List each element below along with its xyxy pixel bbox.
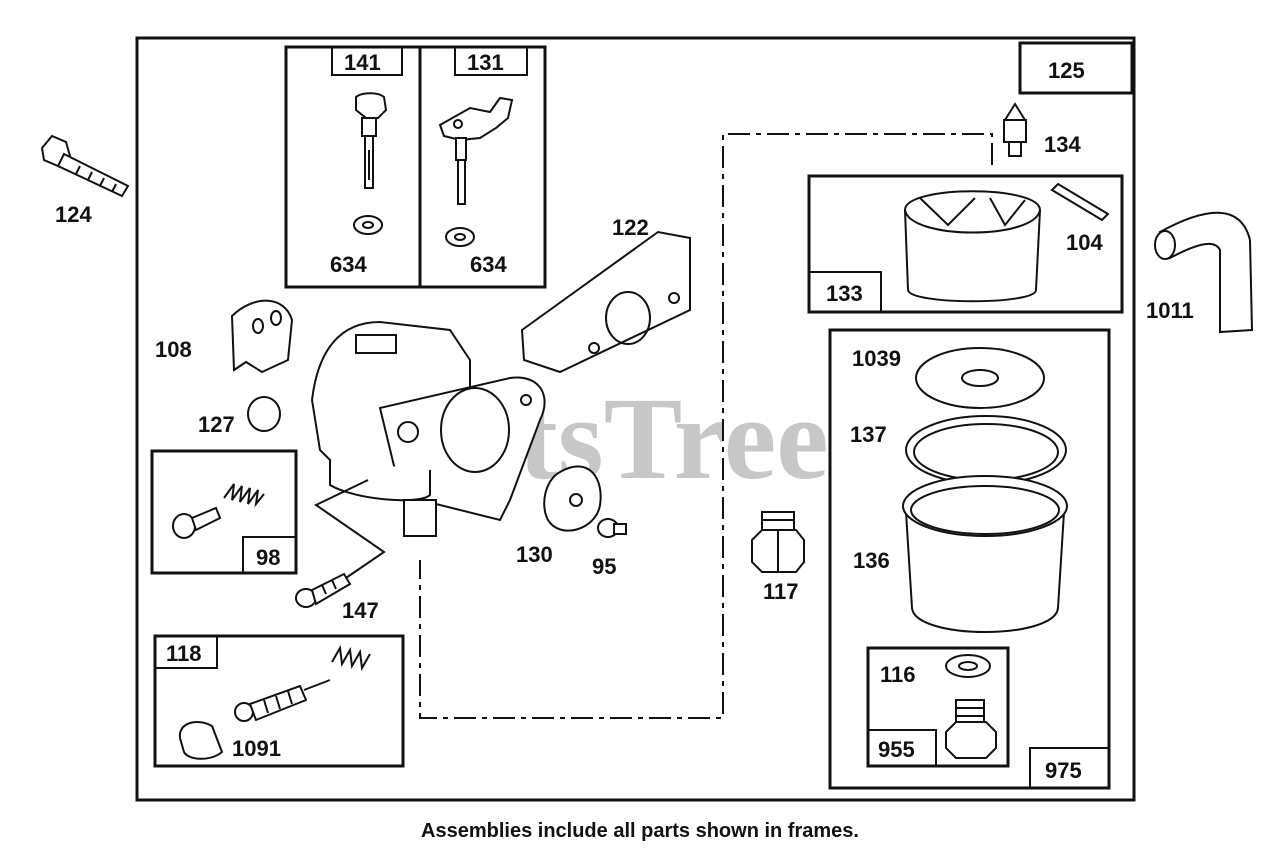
- washer-116-part: [945, 654, 991, 678]
- fitting-117-part: [751, 511, 805, 573]
- throttle-shaft-part: [355, 92, 388, 189]
- svg-text:125: 125: [1048, 58, 1085, 83]
- screw-98-part: [172, 506, 222, 539]
- label-147: 147: [342, 598, 379, 623]
- needle-134-part: [1003, 102, 1027, 157]
- frame-118: 118: [153, 634, 405, 768]
- label-124: 124: [55, 202, 92, 227]
- svg-text:118: 118: [166, 641, 202, 666]
- seal-634-a: [353, 215, 383, 235]
- frame-141: 141: [284, 45, 422, 289]
- dashed-leader-float: [419, 133, 993, 719]
- hose-1011-part: [1154, 211, 1254, 334]
- label-104: 104: [1066, 230, 1103, 255]
- choke-shaft-part: [438, 96, 514, 205]
- label-1011: 1011: [1146, 298, 1194, 323]
- spring-98-part: [223, 483, 265, 508]
- ring-137-part: [905, 415, 1067, 485]
- leader-147: [314, 479, 386, 583]
- plug-127-part: [247, 396, 281, 432]
- frame-955: 955: [866, 646, 1010, 768]
- svg-text:955: 955: [878, 737, 915, 762]
- float-133-part: [903, 190, 1042, 303]
- svg-text:131: 131: [467, 50, 504, 75]
- spring-118-part: [331, 644, 371, 672]
- gasket-122-part: [520, 230, 691, 374]
- label-127: 127: [198, 412, 235, 437]
- caption: Assemblies include all parts shown in fr…: [421, 820, 859, 842]
- label-122: 122: [612, 215, 649, 240]
- pin-104-part: [1050, 182, 1110, 222]
- label-1039: 1039: [852, 346, 901, 371]
- needle-1091-part: [234, 679, 331, 722]
- label-116: 116: [880, 662, 916, 687]
- outer-frame: [135, 36, 1136, 802]
- label-130: 130: [516, 542, 553, 567]
- label-1091: 1091: [232, 736, 281, 761]
- label-634-b: 634: [470, 252, 507, 277]
- screw-147-part: [295, 572, 352, 608]
- svg-text:98: 98: [256, 545, 280, 570]
- label-634-a: 634: [330, 252, 367, 277]
- plate-130-part: [543, 465, 602, 532]
- bolt-124-part: [40, 134, 130, 198]
- label-136: 136: [853, 548, 890, 573]
- label-117: 117: [763, 579, 799, 604]
- svg-text:141: 141: [344, 50, 381, 75]
- plug-955-part: [945, 699, 997, 759]
- carburetor-body-part: [310, 320, 546, 537]
- screw-95-part: [597, 518, 627, 538]
- bowl-136-part: [902, 475, 1068, 633]
- cap-1091-part: [178, 721, 224, 760]
- frame-125: 125: [1018, 41, 1134, 95]
- plate-108-part: [230, 299, 294, 374]
- frame-131: 131: [418, 45, 547, 289]
- label-95: 95: [592, 554, 616, 579]
- gasket-1039-part: [915, 347, 1045, 409]
- label-108: 108: [155, 337, 192, 362]
- seal-634-b: [445, 227, 475, 247]
- label-134: 134: [1044, 132, 1081, 157]
- label-137: 137: [850, 422, 887, 447]
- frame-975: 975: [828, 328, 1111, 790]
- frame-133: 133: [807, 174, 1124, 314]
- svg-text:133: 133: [826, 281, 863, 306]
- svg-text:975: 975: [1045, 758, 1082, 783]
- frame-98: 98: [150, 449, 298, 575]
